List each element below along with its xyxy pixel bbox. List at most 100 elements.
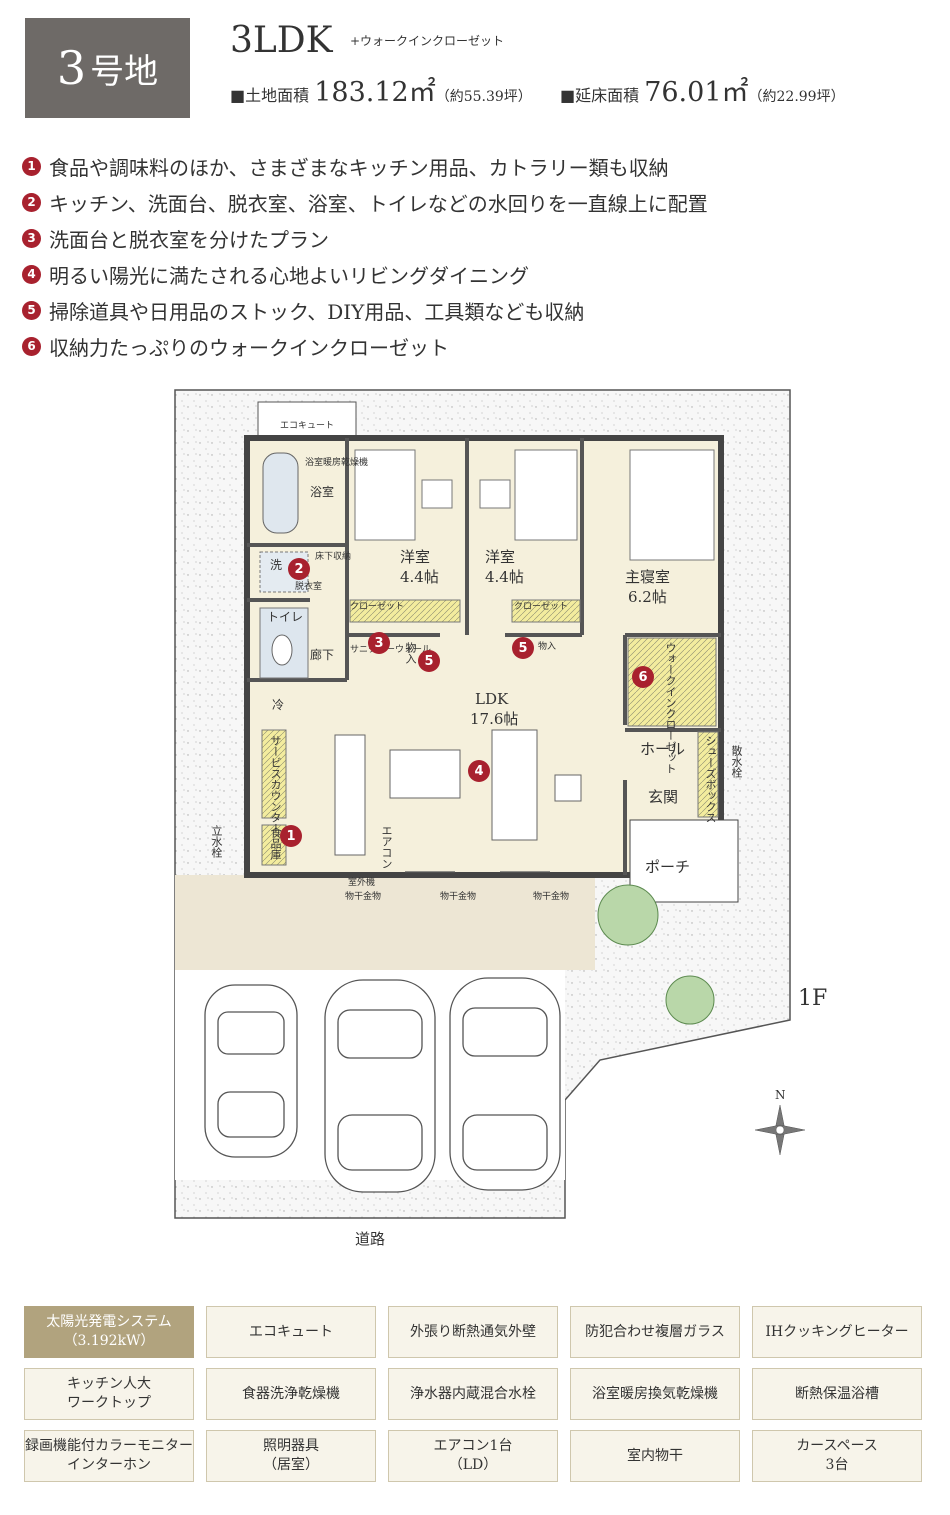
laundry-pole-3: 物干金物	[533, 892, 570, 902]
equipment-item: 室内物干	[570, 1430, 740, 1482]
feature-marker: 1	[22, 156, 41, 176]
marker-5b: 5	[512, 637, 534, 659]
closet-2-label: クローゼット	[514, 602, 569, 612]
sprinkler-label: 散水栓	[730, 745, 743, 778]
patio	[175, 875, 595, 970]
feature-marker: 4	[22, 264, 41, 284]
porch-label: ポーチ	[645, 858, 691, 876]
desk-1	[421, 479, 453, 509]
feature-text: 収納力たっぷりのウォークインクローゼット	[49, 335, 449, 360]
lot-badge: 3 号地	[25, 18, 190, 118]
marker-6: 6	[632, 666, 654, 688]
desk-2	[479, 479, 511, 509]
equipment-item: 浄水器内蔵混合水栓	[388, 1368, 558, 1420]
equipment-item: 照明器具 （居室）	[206, 1430, 376, 1482]
lot-number: 3	[56, 41, 87, 95]
area-summary: ■土地面積 183.12㎡（約55.39坪） ■延床面積 76.01㎡（約22.…	[230, 70, 845, 109]
floor-plan-drawing	[174, 389, 806, 1219]
feature-item: 4 明るい陽光に満たされる心地よいリビングダイニング	[22, 256, 708, 292]
car-3	[449, 977, 561, 1191]
equipment-item: 外張り断熱通気外壁	[388, 1306, 558, 1358]
car-1	[204, 984, 298, 1158]
tree-1	[597, 884, 659, 946]
land-area-label: ■土地面積	[230, 86, 310, 105]
equipment-item: エコキュート	[206, 1306, 376, 1358]
dining-table	[389, 749, 461, 799]
land-area-value: 183.12㎡	[314, 77, 436, 108]
equipment-item: 防犯合わせ複層ガラス	[570, 1306, 740, 1358]
equipment-item: 録画機能付カラーモニター インターホン	[24, 1430, 194, 1482]
floor-area-tsubo: （約22.99坪）	[748, 89, 845, 105]
room2-name: 洋室	[485, 548, 516, 566]
bath-label: 浴室	[310, 485, 335, 499]
master-name: 主寝室	[625, 568, 671, 586]
road-label: 道路	[355, 1230, 386, 1248]
floor-level-label: 1F	[798, 986, 828, 1011]
service-counter-label: サービスカウンター	[269, 735, 282, 834]
bed-1	[354, 449, 416, 541]
north-label: N	[775, 1088, 786, 1102]
kitchen-counter	[334, 734, 366, 856]
feature-text: 明るい陽光に満たされる心地よいリビングダイニング	[49, 263, 529, 288]
floor-storage-label: 床下収納	[315, 552, 352, 562]
laundry-pole-1: 物干金物	[345, 892, 382, 902]
feature-item: 1 食品や調味料のほか、さまざまなキッチン用品、カトラリー類も収納	[22, 148, 708, 184]
master-size: 6.2帖	[628, 588, 667, 606]
hallway-label: 廊下	[310, 648, 335, 662]
shoe-box-label: シューズボックス	[704, 735, 717, 823]
ldk-name: LDK	[475, 690, 509, 708]
equipment-item: IHクッキングヒーター	[752, 1306, 922, 1358]
marker-3: 3	[368, 632, 390, 654]
wash-label: 洗	[270, 558, 283, 572]
feature-marker: 3	[22, 228, 41, 248]
closet-1-label: クローゼット	[350, 602, 405, 612]
equipment-item: キッチン人大 ワークトップ	[24, 1368, 194, 1420]
fridge-label: 冷	[272, 698, 285, 712]
storage-2-label: 物入	[538, 642, 557, 652]
floor-area-value: 76.01㎡	[644, 77, 749, 108]
bath-heater-label: 浴室暖房乾燥機	[305, 458, 369, 468]
feature-item: 5 掃除道具や日用品のストック、DIY用品、工具類なども収納	[22, 292, 708, 328]
marker-5a: 5	[418, 650, 440, 672]
porch-area	[629, 819, 739, 903]
bath-tub	[262, 452, 299, 534]
service-counter	[261, 729, 287, 819]
marker-4: 4	[468, 760, 490, 782]
dressing-label: 脱衣室	[295, 582, 323, 592]
car-2	[324, 979, 436, 1193]
equipment-item: カースペース 3台	[752, 1430, 922, 1482]
standing-faucet-label: 立水栓	[210, 825, 223, 858]
layout-extra: +ウォークインクローゼット	[350, 34, 505, 48]
outdoor-unit-label: 室外機	[348, 878, 376, 888]
ecocute-label: エコキュート	[280, 421, 335, 431]
room1-size: 4.4帖	[400, 568, 439, 586]
land-area-tsubo: （約55.39坪）	[435, 89, 532, 105]
feature-item: 6 収納力たっぷりのウォークインクローゼット	[22, 328, 708, 364]
coffee-table	[554, 774, 582, 802]
tree-2	[665, 975, 715, 1025]
closet-2	[511, 599, 581, 623]
equipment-item: エアコン1台 （LD）	[388, 1430, 558, 1482]
bed-3	[629, 449, 715, 561]
feature-marker: 5	[22, 300, 41, 320]
aircon-label: エアコン	[380, 825, 393, 869]
pantry-label: 食品庫	[269, 827, 282, 860]
marker-2: 2	[288, 558, 310, 580]
bed-2	[514, 449, 578, 541]
closet-1	[349, 599, 461, 623]
entrance-label: 玄関	[648, 788, 679, 806]
feature-marker: 6	[22, 336, 41, 356]
hall-label: ホール	[640, 740, 686, 758]
room1-name: 洋室	[400, 548, 431, 566]
ldk-size: 17.6帖	[470, 710, 519, 728]
equipment-item: 浴室暖房換気乾燥機	[570, 1368, 740, 1420]
ecocute-unit	[257, 401, 357, 439]
toilet-label: トイレ	[267, 610, 304, 624]
equipment-item: 断熱保温浴槽	[752, 1368, 922, 1420]
feature-marker: 2	[22, 192, 41, 212]
feature-text: 食品や調味料のほか、さまざまなキッチン用品、カトラリー類も収納	[49, 155, 669, 180]
toilet-bowl	[271, 634, 293, 666]
feature-text: 掃除道具や日用品のストック、DIY用品、工具類なども収納	[49, 299, 585, 324]
